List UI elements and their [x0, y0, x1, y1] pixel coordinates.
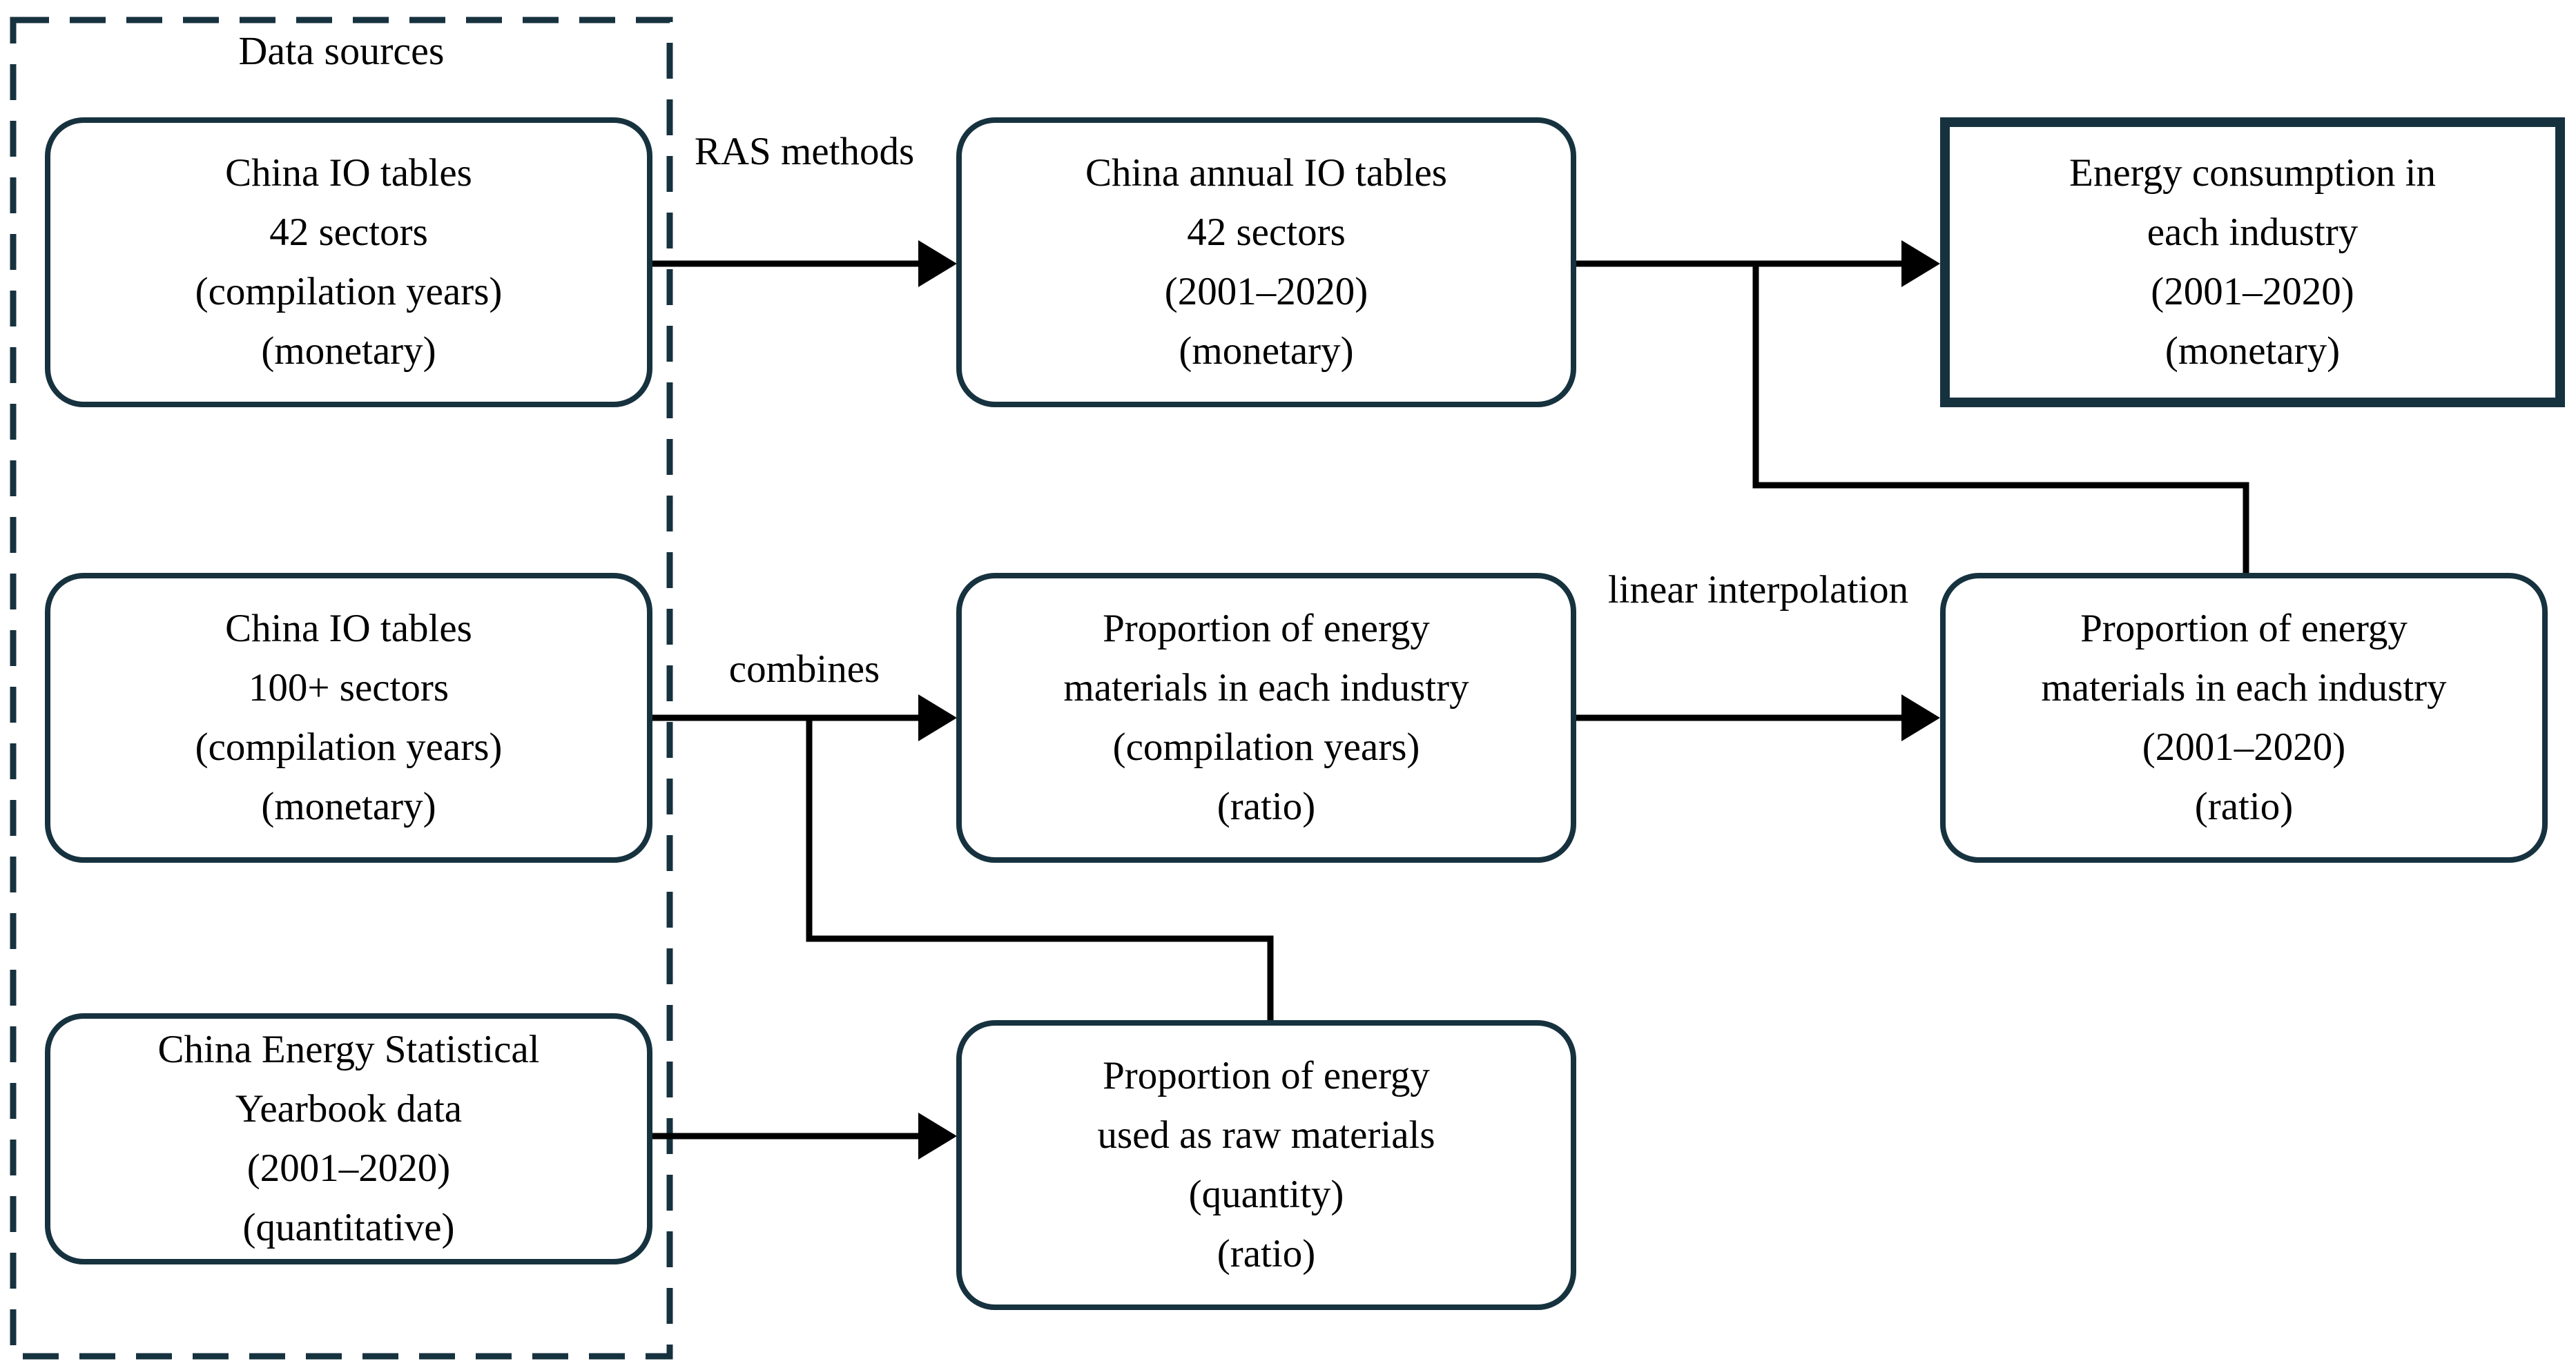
edge-label-line: RAS	[694, 130, 771, 173]
node-text-line: (monetary)	[261, 329, 436, 373]
node-text-line: Proportion of energy	[1103, 1054, 1430, 1097]
edge-label-linear-interpolation: linear interpolation	[1576, 563, 1940, 618]
node-text-line: each industry	[2147, 211, 2359, 254]
node-text-line: China IO tables	[225, 151, 472, 195]
node-proportion-energy-materials-2001-2020: Proportion of energy materials in each i…	[1940, 573, 2548, 863]
node-text-line: (compilation years)	[195, 270, 503, 313]
node-china-io-tables-100plus-sectors: China IO tables 100+ sectors (compilatio…	[45, 573, 652, 863]
node-energy-consumption-each-industry: Energy consumption in each industry (200…	[1940, 117, 2565, 407]
node-text-line: Yearbook data	[235, 1087, 463, 1131]
node-china-energy-statistical-yearbook: China Energy Statistical Yearbook data (…	[45, 1013, 652, 1264]
edge-label-line: interpolation	[1707, 568, 1909, 612]
node-text-line: (quantity)	[1188, 1173, 1344, 1216]
edge-label-ras-methods: RAS methods	[652, 124, 956, 179]
node-text-line: China Energy Statistical	[157, 1028, 540, 1071]
edge-label-combines: combines	[652, 642, 956, 697]
arrow-ras-methods-head	[918, 240, 957, 287]
node-text-line: 42 sectors	[269, 211, 428, 254]
connector-combines-to-raw-materials	[806, 718, 1274, 1022]
node-proportion-energy-used-as-raw-materials: Proportion of energy used as raw materia…	[956, 1020, 1576, 1310]
node-proportion-energy-materials-compilation-years: Proportion of energy materials in each i…	[956, 573, 1576, 863]
node-text-line: (quantitative)	[242, 1206, 455, 1249]
node-text-line: (monetary)	[2165, 329, 2341, 373]
edge-label-line: linear	[1607, 568, 1698, 612]
node-china-io-tables-42-sectors: China IO tables 42 sectors (compilation …	[45, 117, 652, 407]
node-text-line: (monetary)	[261, 785, 436, 828]
node-text-line: Proportion of energy	[1103, 607, 1430, 650]
node-text-line: (ratio)	[1217, 785, 1316, 828]
node-text-line: Proportion of energy	[2080, 607, 2408, 650]
node-text-line: used as raw materials	[1097, 1113, 1435, 1157]
edge-label-line: combines	[728, 647, 880, 691]
data-sources-group-label: Data sources	[238, 28, 445, 73]
node-text-line: materials in each industry	[2041, 666, 2447, 710]
node-text-line: 100+ sectors	[248, 666, 449, 710]
node-text-line: (2001–2020)	[2151, 270, 2354, 313]
node-text-line: (2001–2020)	[1164, 270, 1368, 313]
node-text-line: (monetary)	[1179, 329, 1354, 373]
arrow-linear-interpolation-head	[1901, 694, 1940, 741]
arrow-combines-head	[918, 694, 957, 741]
node-china-annual-io-tables: China annual IO tables 42 sectors (2001–…	[956, 117, 1576, 407]
connector-proportion-to-energy	[1752, 264, 2249, 574]
node-text-line: (compilation years)	[195, 725, 503, 769]
node-text-line: (ratio)	[2194, 785, 2294, 828]
node-text-line: Energy consumption in	[2069, 151, 2436, 195]
data-sources-group-outline	[10, 17, 673, 1360]
node-text-line: (compilation years)	[1112, 725, 1420, 769]
node-text-line: China annual IO tables	[1085, 151, 1447, 195]
node-text-line: 42 sectors	[1187, 211, 1346, 254]
node-text-line: materials in each industry	[1063, 666, 1469, 710]
node-text-line: China IO tables	[225, 607, 472, 650]
arrow-yearbook-to-raw-head	[918, 1113, 957, 1160]
node-text-line: (ratio)	[1217, 1232, 1316, 1276]
edge-label-line: methods	[780, 130, 915, 173]
arrow-annual-to-energy-head	[1901, 240, 1940, 287]
node-text-line: (2001–2020)	[246, 1146, 451, 1190]
node-text-line: (2001–2020)	[2142, 725, 2346, 769]
